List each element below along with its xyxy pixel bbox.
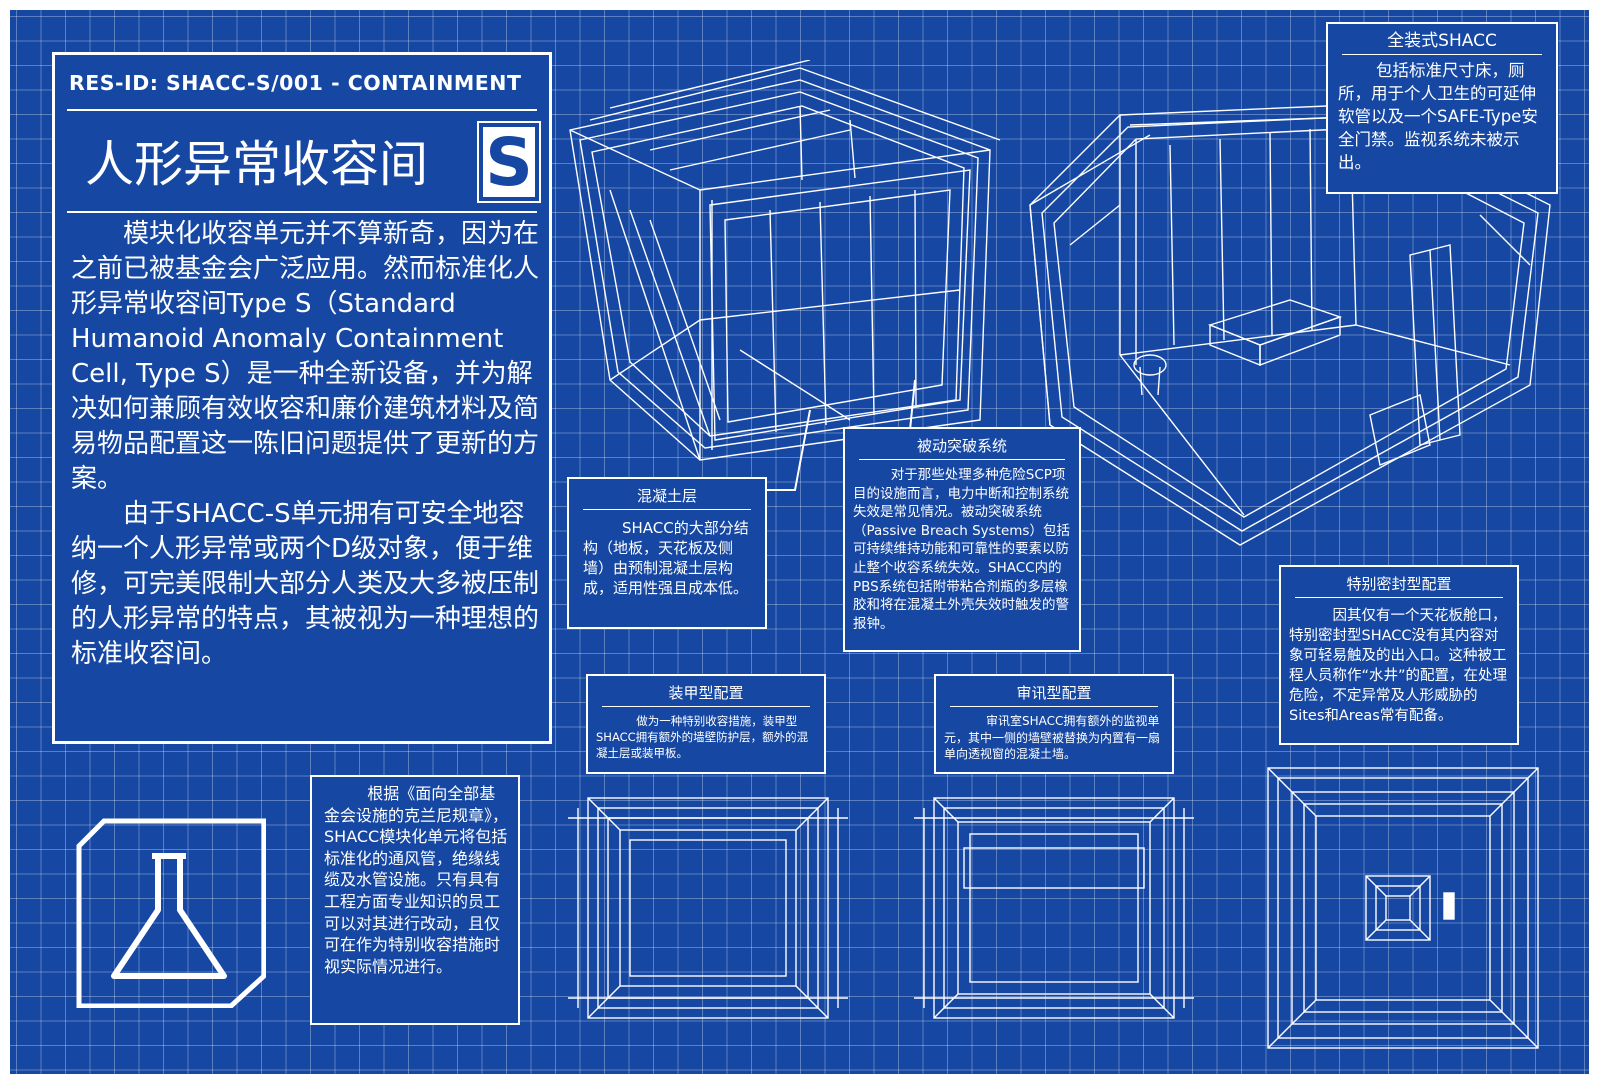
card-concrete-layer: 混凝土层 SHACC的大部分结构（地板，天花板及侧墙）由预制混凝土层构成，适用性… [567,477,767,629]
card-body: 包括标准尺寸床，厕所，用于个人卫生的可延伸软管以及一个SAFE-Type安全门禁… [1338,61,1538,172]
intro-panel: RES-ID: SHACC-S/001 - CONTAINMENT 人形异常收容… [52,52,552,744]
card-title: 全装式SHACC [1342,31,1542,55]
card-body: 做为一种特别收容措施，装甲型SHACC拥有额外的墙壁防护层，额外的混凝土层或装甲… [596,714,809,760]
class-badge: S [477,121,541,203]
divider [67,211,537,213]
cell-plan-interrogation [914,788,1194,1028]
card-sealed-config: 特别密封型配置 因其仅有一个天花板舱口，特别密封型SHACC没有其内容对象可轻易… [1279,565,1519,745]
card-interrogation-config: 审讯型配置 审讯室SHACC拥有额外的监视单元，其中一侧的墙壁被替换为内置有一扇… [934,674,1174,774]
cell-plan-armored [568,788,848,1028]
page-title: 人形异常收容间 [85,136,429,193]
cell-plan-sealed [1258,758,1548,1058]
card-title: 被动突破系统 [859,436,1065,460]
card-title: 装甲型配置 [602,683,810,707]
card-body: 因其仅有一个天花板舱口，特别密封型SHACC没有其内容对象可轻易触及的出入口。这… [1289,608,1508,724]
callout-connectors [755,379,916,491]
card-title: 特别密封型配置 [1295,574,1503,598]
blueprint-sheet: RES-ID: SHACC-S/001 - CONTAINMENT 人形异常收容… [10,10,1589,1074]
card-body: 对于那些处理多种危险SCP项目的设施而言，电力中断和控制系统失效是常见情况。被动… [853,467,1070,632]
divider [67,109,537,111]
card-body: SHACC的大部分结构（地板，天花板及侧墙）由预制混凝土层构成，适用性强且成本低… [583,519,749,597]
intro-paragraph-1: 模块化收容单元并不算新奇，因为在之前已被基金会广泛应用。然而标准化人形异常收容间… [71,219,540,494]
card-title: 审讯型配置 [950,683,1158,707]
cell-wireframe-furnished [1010,95,1570,565]
class-badge-letter: S [483,127,535,199]
card-passive-breach: 被动突破系统 对于那些处理多种危险SCP项目的设施而言，电力中断和控制系统失效是… [843,427,1081,652]
intro-paragraph-2: 由于SHACC-S单元拥有可安全地容纳一个人形异常或两个D级对象，便于维修，可完… [71,499,540,669]
card-body: 根据《面向全部基金会设施的克兰尼规章》，SHACC模块化单元将包括标准化的通风管… [324,784,509,976]
res-id-label: RES-ID: SHACC-S/001 - CONTAINMENT [69,71,522,95]
card-body: 审讯室SHACC拥有额外的监视单元，其中一侧的墙壁被替换为内置有一扇单向透视窗的… [944,714,1161,761]
flask-icon [76,818,267,1009]
cell-wireframe-empty [550,60,1020,500]
card-armored-config: 装甲型配置 做为一种特别收容措施，装甲型SHACC拥有额外的墙壁防护层，额外的混… [586,674,826,774]
card-full-equipped: 全装式SHACC 包括标准尺寸床，厕所，用于个人卫生的可延伸软管以及一个SAFE… [1326,22,1558,194]
card-kranier-regulations: 根据《面向全部基金会设施的克兰尼规章》，SHACC模块化单元将包括标准化的通风管… [310,775,520,1025]
card-title: 混凝土层 [583,486,751,510]
intro-text: 模块化收容单元并不算新奇，因为在之前已被基金会广泛应用。然而标准化人形异常收容间… [71,217,539,672]
